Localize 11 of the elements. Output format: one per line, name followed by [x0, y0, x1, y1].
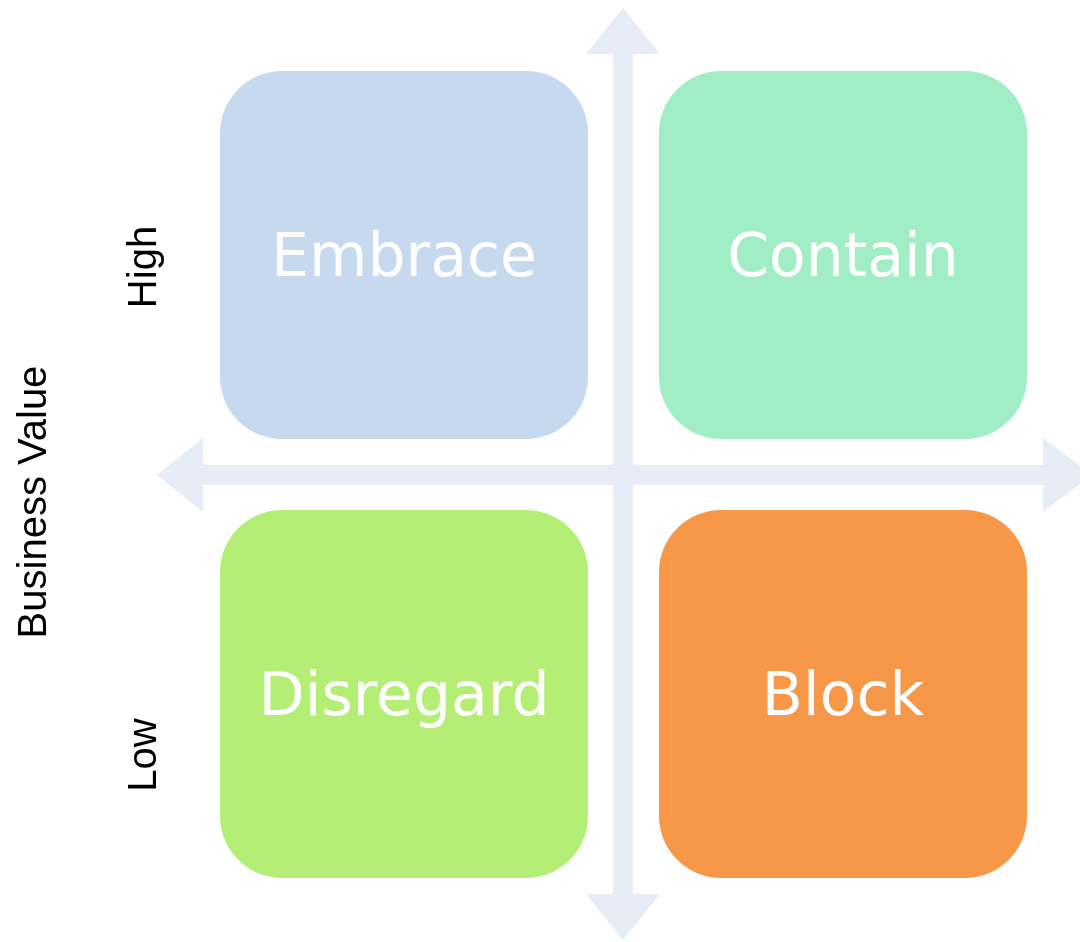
quadrant-label: Embrace: [271, 220, 537, 290]
quadrant-box: [220, 71, 588, 439]
quadrant-box: [220, 510, 588, 878]
axis-level-label: Low: [119, 718, 165, 792]
quadrant-label: Disregard: [258, 659, 550, 729]
axis-level-label: High: [119, 225, 165, 309]
axis-title: Business Value: [9, 365, 55, 639]
quadrant-box: [659, 510, 1027, 878]
quadrant-label: Contain: [727, 220, 959, 290]
quadrant-label: Block: [761, 659, 925, 729]
quadrant-box: [659, 71, 1027, 439]
